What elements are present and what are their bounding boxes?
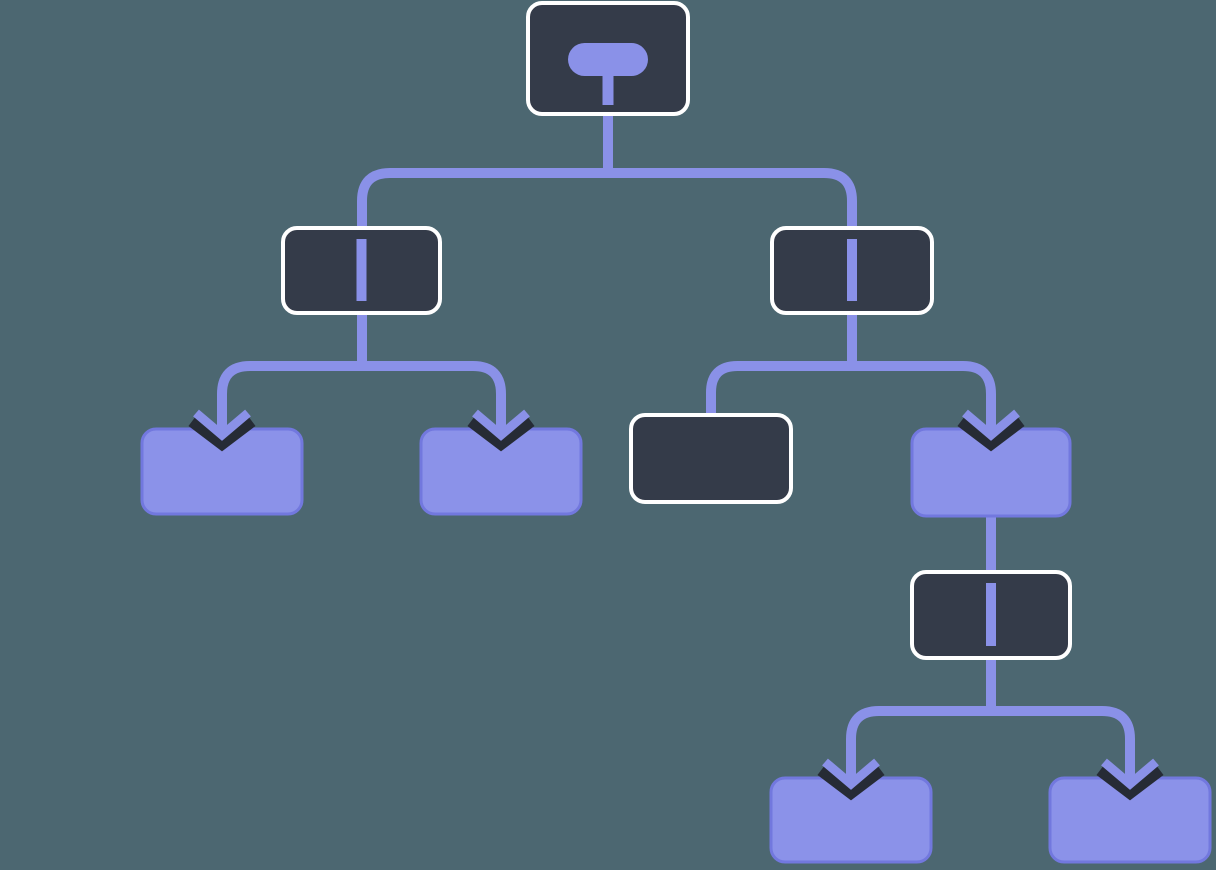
chevron-purple-head — [472, 409, 530, 441]
chevron-purple-head — [962, 409, 1020, 441]
node-dark-leaf-box[interactable] — [629, 413, 793, 504]
connector-bar-bottom — [846, 706, 1135, 772]
root-pill-icon — [568, 43, 648, 105]
node-split-right — [770, 226, 934, 315]
chevron-down-arrow-icon — [467, 409, 535, 452]
chevron-purple-head — [193, 409, 251, 441]
connector-bar-right — [706, 361, 996, 424]
chevron-black-outline — [957, 414, 1025, 452]
connector-bar-left — [217, 361, 506, 424]
node-layer — [140, 1, 1212, 864]
arrow-layer — [188, 409, 1164, 801]
node-split-bottom — [910, 570, 1072, 660]
node-root — [526, 1, 690, 116]
root-pill-shape — [568, 43, 648, 76]
chevron-purple-head — [822, 758, 880, 790]
chevron-down-arrow-icon — [957, 409, 1025, 452]
connector-bar-top — [357, 168, 857, 232]
node-dark-leaf — [629, 413, 793, 504]
chevron-purple-head — [1101, 758, 1159, 790]
node-split-left — [281, 226, 442, 315]
chevron-down-arrow-icon — [1096, 758, 1164, 801]
chevron-down-arrow-icon — [817, 758, 885, 801]
chevron-black-outline — [467, 414, 535, 452]
chevron-black-outline — [1096, 763, 1164, 801]
connector-layer — [217, 112, 1135, 772]
chevron-black-outline — [817, 763, 885, 801]
chevron-down-arrow-icon — [188, 409, 256, 452]
chevron-black-outline — [188, 414, 256, 452]
